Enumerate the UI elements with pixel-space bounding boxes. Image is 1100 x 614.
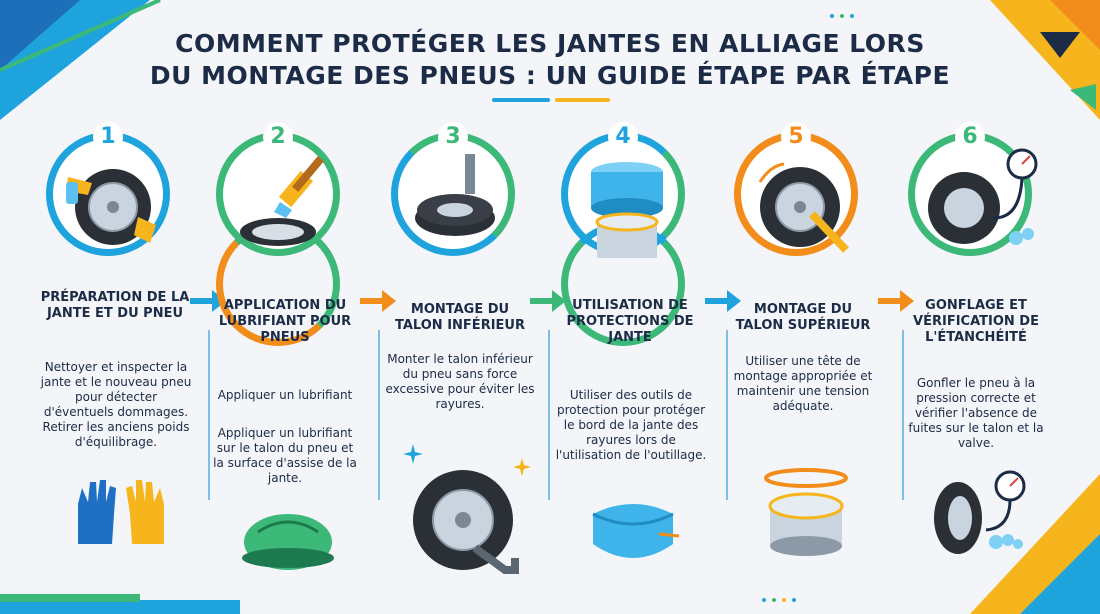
step-3: 3 MONTAGE DU TALON INFÉRIEUR Monter le t… <box>385 122 545 592</box>
decorative-dots-top <box>830 14 854 18</box>
arrow-step-3-to-4 <box>530 290 566 312</box>
step-3-number: 3 <box>438 122 468 152</box>
step-3-description: Monter le talon inférieur du pneu sans f… <box>385 352 535 411</box>
step-6-description: Gonfler le pneu à la pression correcte e… <box>908 376 1044 450</box>
step-4-description: Utiliser des outils de protection pour p… <box>555 388 707 462</box>
step-1: 1 PRÉPARATION DE LA JANTE ET DU PNEU Net… <box>40 122 200 592</box>
step-5-description: Utiliser une tête de montage appropriée … <box>733 354 873 413</box>
bead-ring-icon <box>764 468 848 556</box>
step-2-number: 2 <box>263 122 293 152</box>
title-underline-blue <box>492 98 550 102</box>
step-6: 6 GONFLAGE ET VÉRIFICATION DE L'ÉTANCHÉI… <box>902 122 1062 592</box>
step-5-title: MONTAGE DU TALON SUPÉRIEUR <box>735 302 871 333</box>
arrow-step-4-to-5 <box>705 290 741 312</box>
pressure-gauge-icon <box>928 148 1038 245</box>
gauge-tire-icon <box>934 470 1026 554</box>
tire-changer-icon <box>415 154 495 236</box>
gloves-icon <box>78 480 164 544</box>
step-6-number: 6 <box>955 122 985 152</box>
divider-4 <box>726 330 728 500</box>
page-title: COMMENT PROTÉGER LES JANTES EN ALLIAGE L… <box>0 28 1100 92</box>
step-1-number: 1 <box>93 122 123 152</box>
step-5: 5 MONTAGE DU TALON SUPÉRIEUR Utiliser un… <box>728 122 888 592</box>
rim-guard-icon <box>592 504 680 558</box>
step-2: 2 APPLICATION DU LUBRIFIANT POUR PNEUS A… <box>210 122 370 592</box>
arrow-step-2-to-3 <box>360 290 396 312</box>
tire-lever-icon <box>413 470 519 574</box>
mounting-head-icon <box>758 162 849 253</box>
step-1-description: Nettoyer et inspecter la jante et le nou… <box>40 360 192 449</box>
sparkle-icon <box>403 444 423 464</box>
corner-decoration-bottom-right <box>970 474 1100 614</box>
step-2-title: APPLICATION DU LUBRIFIANT POUR PNEUS <box>218 298 352 345</box>
corner-decoration-bottom-left <box>0 594 240 614</box>
arrow-step-5-to-6 <box>878 290 914 312</box>
title-line-1: COMMENT PROTÉGER LES JANTES EN ALLIAGE L… <box>175 29 925 58</box>
divider-5 <box>902 330 904 500</box>
step-4: 4 UTILISATION DE PROTECTIONS DE JANTE Ut… <box>555 122 715 592</box>
step-5-number: 5 <box>781 122 811 152</box>
step-4-number: 4 <box>608 122 638 152</box>
step-2-description-2: Appliquer un lubrifiant sur le talon du … <box>213 426 357 485</box>
brush-lubricant-icon <box>240 156 324 246</box>
corner-decoration-top-left <box>0 0 161 120</box>
title-line-2: DU MONTAGE DES PNEUS : UN GUIDE ÉTAPE PA… <box>149 61 951 90</box>
divider-3 <box>548 330 550 500</box>
rim-cover-icon <box>242 514 334 570</box>
title-underline-yellow <box>555 98 610 102</box>
step-3-title: MONTAGE DU TALON INFÉRIEUR <box>395 302 525 333</box>
divider-1 <box>208 330 210 500</box>
sparkle-icon <box>513 458 531 476</box>
step-6-title: GONFLAGE ET VÉRIFICATION DE L'ÉTANCHÉITÉ <box>913 298 1039 345</box>
step-4-title: UTILISATION DE PROTECTIONS DE JANTE <box>566 298 694 345</box>
divider-2 <box>378 330 380 500</box>
step-1-title: PRÉPARATION DE LA JANTE ET DU PNEU <box>40 290 190 321</box>
step-2-description-1: Appliquer un lubrifiant <box>217 388 353 402</box>
decorative-dots-bottom <box>762 598 796 602</box>
cleaning-wheel-icon <box>66 169 156 245</box>
rim-protector-icon <box>591 162 663 258</box>
corner-decoration-top-right <box>990 0 1100 120</box>
